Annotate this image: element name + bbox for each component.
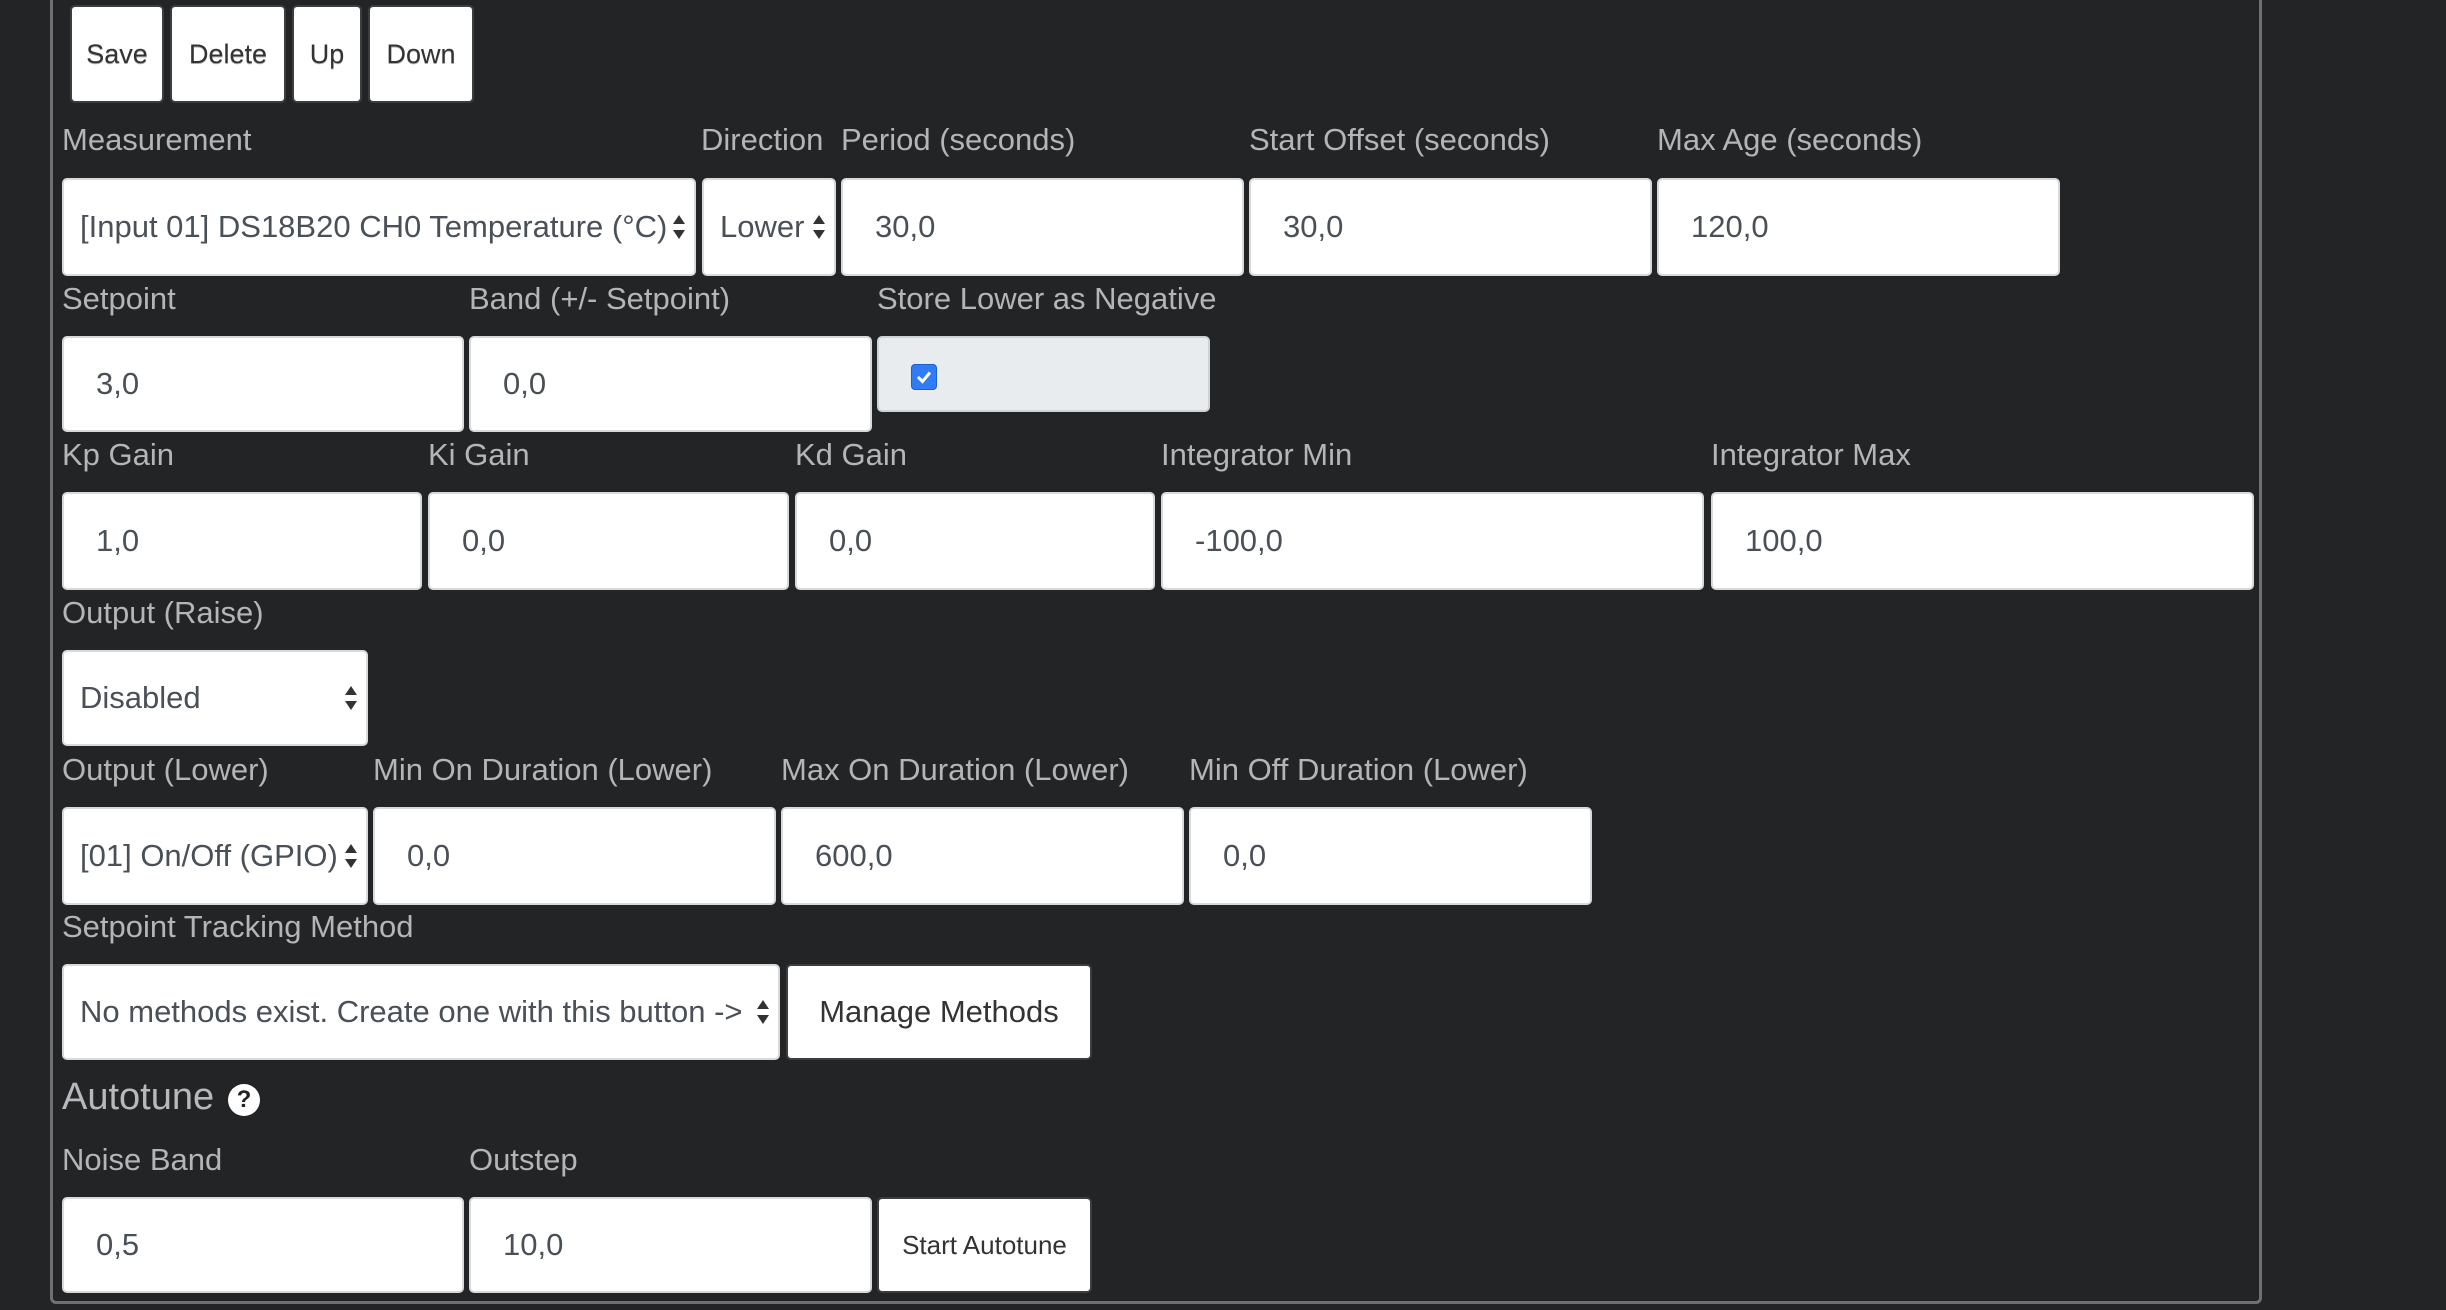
output-lower-label: Output (Lower) xyxy=(62,752,269,787)
min-off-label: Min Off Duration (Lower) xyxy=(1189,752,1528,787)
outstep-label: Outstep xyxy=(469,1142,578,1177)
period-input[interactable]: 30,0 xyxy=(841,178,1244,276)
max-on-input[interactable]: 600,0 xyxy=(781,807,1184,905)
measurement-value: [Input 01] DS18B20 CH0 Temperature (°C) xyxy=(80,209,668,244)
kd-input[interactable]: 0,0 xyxy=(795,492,1155,590)
autotune-heading: Autotune xyxy=(62,1076,215,1118)
max-age-input[interactable]: 120,0 xyxy=(1657,178,2060,276)
outstep-input[interactable]: 10,0 xyxy=(469,1197,872,1293)
period-label: Period (seconds) xyxy=(841,122,1076,157)
up-button[interactable]: Up xyxy=(292,5,362,103)
band-input[interactable]: 0,0 xyxy=(469,336,872,432)
min-on-label: Min On Duration (Lower) xyxy=(373,752,713,787)
integrator-min-input[interactable]: -100,0 xyxy=(1161,492,1704,590)
min-off-input[interactable]: 0,0 xyxy=(1189,807,1592,905)
direction-label: Direction xyxy=(701,122,824,157)
ki-input[interactable]: 0,0 xyxy=(428,492,789,590)
kp-label: Kp Gain xyxy=(62,437,175,472)
delete-button[interactable]: Delete xyxy=(170,5,286,103)
store-lower-label: Store Lower as Negative xyxy=(877,281,1217,316)
tracking-value: No methods exist. Create one with this b… xyxy=(80,994,743,1029)
start-autotune-button[interactable]: Start Autotune xyxy=(877,1197,1092,1293)
noise-band-label: Noise Band xyxy=(62,1142,223,1177)
integrator-max-input[interactable]: 100,0 xyxy=(1711,492,2254,590)
down-button[interactable]: Down xyxy=(368,5,474,103)
output-lower-value: [01] On/Off (GPIO) xyxy=(80,838,338,873)
noise-band-input[interactable]: 0,5 xyxy=(62,1197,464,1293)
max-age-label: Max Age (seconds) xyxy=(1657,122,1923,157)
integrator-max-label: Integrator Max xyxy=(1711,437,1911,472)
output-raise-label: Output (Raise) xyxy=(62,595,264,630)
start-offset-input[interactable]: 30,0 xyxy=(1249,178,1652,276)
select-arrows-icon xyxy=(813,215,825,239)
measurement-select[interactable]: [Input 01] DS18B20 CH0 Temperature (°C) xyxy=(62,178,696,276)
kp-input[interactable]: 1,0 xyxy=(62,492,422,590)
select-arrows-icon xyxy=(673,215,685,239)
measurement-label: Measurement xyxy=(62,122,252,157)
start-offset-label: Start Offset (seconds) xyxy=(1249,122,1550,157)
min-on-input[interactable]: 0,0 xyxy=(373,807,776,905)
output-raise-value: Disabled xyxy=(80,680,201,715)
select-arrows-icon xyxy=(345,844,357,868)
direction-select[interactable]: Lower xyxy=(702,178,836,276)
select-arrows-icon xyxy=(345,686,357,710)
output-lower-select[interactable]: [01] On/Off (GPIO) xyxy=(62,807,368,905)
integrator-min-label: Integrator Min xyxy=(1161,437,1353,472)
setpoint-input[interactable]: 3,0 xyxy=(62,336,464,432)
tracking-label: Setpoint Tracking Method xyxy=(62,909,414,944)
setpoint-label: Setpoint xyxy=(62,281,176,316)
kd-label: Kd Gain xyxy=(795,437,908,472)
ki-label: Ki Gain xyxy=(428,437,530,472)
checkmark-icon xyxy=(916,371,932,384)
save-button[interactable]: Save xyxy=(70,5,164,103)
tracking-select[interactable]: No methods exist. Create one with this b… xyxy=(62,964,780,1060)
store-lower-checkbox-group xyxy=(877,336,1210,412)
question-circle-icon[interactable]: ? xyxy=(228,1084,260,1116)
max-on-label: Max On Duration (Lower) xyxy=(781,752,1130,787)
direction-value: Lower xyxy=(720,209,805,244)
select-arrows-icon xyxy=(757,1000,769,1024)
band-label: Band (+/- Setpoint) xyxy=(469,281,731,316)
output-raise-select[interactable]: Disabled xyxy=(62,650,368,746)
controller-panel xyxy=(50,0,2262,1304)
store-lower-checkbox[interactable] xyxy=(911,364,937,390)
manage-methods-button[interactable]: Manage Methods xyxy=(786,964,1092,1060)
